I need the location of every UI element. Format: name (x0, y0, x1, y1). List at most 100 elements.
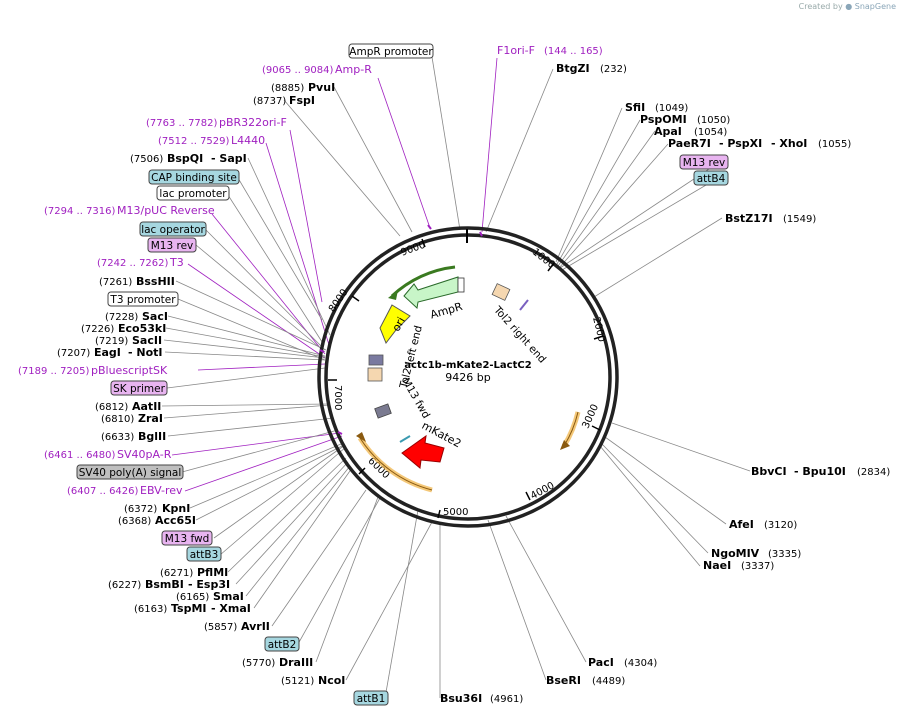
enzyme-draiii[interactable]: DraIII (279, 656, 313, 669)
primer-ebv-rev-name[interactable]: EBV-rev (140, 484, 183, 497)
enzyme-bpu10i[interactable]: - Bpu10I (794, 465, 846, 478)
enzyme-bsu36i[interactable]: Bsu36I (440, 692, 482, 705)
enzyme-bseri[interactable]: BseRI (546, 674, 581, 687)
enzyme-sapi[interactable]: - SapI (211, 152, 247, 165)
enzyme-pvui[interactable]: PvuI (308, 81, 335, 94)
ori-arrow[interactable] (379, 304, 411, 345)
enzyme-pspomi[interactable]: PspOMI (640, 113, 687, 126)
enzyme-apai[interactable]: ApaI (654, 125, 682, 138)
enzyme-afei-pos: (3120) (764, 520, 797, 531)
enzyme-kpni[interactable]: KpnI (162, 502, 190, 515)
ruler-5000: 5000 (443, 507, 468, 518)
enzyme-eco53ki[interactable]: Eco53kI (118, 322, 166, 335)
feature-lac-promoter[interactable]: lac promoter (156, 185, 230, 201)
feature-attb2[interactable]: attB2 (264, 636, 300, 652)
enzyme-bspqi[interactable]: BspQI (167, 152, 203, 165)
enzyme-apai-pos: (1054) (694, 127, 727, 138)
enzyme-saci[interactable]: SacI (142, 310, 168, 323)
enzyme-tspmi[interactable]: TspMI (171, 602, 207, 615)
enzyme-bsmbi[interactable]: BsmBI (145, 578, 184, 591)
enzyme-naei-pos: (3337) (741, 561, 774, 572)
feature-m13-fwd-left[interactable]: M13 fwd (161, 530, 213, 546)
primer-t3-name[interactable]: T3 (169, 256, 184, 269)
svg-text:attB2: attB2 (268, 639, 297, 651)
primer-t3-range: (7242 .. 7262) (97, 258, 169, 269)
enzyme-fspi[interactable]: FspI (289, 94, 315, 107)
feature-lac-operator[interactable]: lac operator (139, 221, 207, 237)
enzyme-zrai[interactable]: ZraI (138, 412, 163, 425)
leader-amp-r (377, 77, 431, 229)
feature-attb3[interactable]: attB3 (186, 546, 222, 562)
leader-l4440 (265, 142, 331, 349)
leader-pbluescriptsk (197, 363, 326, 371)
svg-text:M13 rev: M13 rev (683, 157, 726, 169)
enzyme-noti[interactable]: - NotI (128, 346, 163, 359)
feature-sv40-polya[interactable]: SV40 poly(A) signal (76, 464, 184, 480)
ruler-7000: 7000 (332, 385, 343, 410)
feature-m13-rev-left[interactable]: M13 rev (147, 237, 197, 253)
primer-l4440-name[interactable]: L4440 (231, 134, 265, 147)
enzyme-ncoi[interactable]: NcoI (318, 674, 345, 687)
enzyme-ngomiv[interactable]: NgoMIV (711, 547, 760, 560)
enzyme-avrii[interactable]: AvrII (241, 620, 270, 633)
enzyme-paer7i[interactable]: PaeR7I (668, 137, 711, 150)
enzyme-sacii[interactable]: SacII (132, 334, 162, 347)
enzyme-bbvci[interactable]: BbvCI (751, 465, 787, 478)
primer-pbluescriptsk-name[interactable]: pBluescriptSK (91, 364, 168, 377)
enzyme-smai-pos: (6165) (176, 592, 209, 603)
primer-pbluescriptsk-range: (7189 .. 7205) (18, 366, 90, 377)
primer-ebv-rev-range: (6407 .. 6426) (67, 486, 139, 497)
enzyme-paci[interactable]: PacI (588, 656, 614, 669)
enzyme-xhoi-pos: (1055) (818, 139, 851, 150)
enzyme-xhoi[interactable]: - XhoI (771, 137, 807, 150)
mkate2-arrow[interactable] (401, 434, 445, 469)
primer-m13-puc-rev-name[interactable]: M13/pUC Reverse (117, 204, 215, 217)
leader-t3 (187, 263, 326, 359)
enzyme-bglii[interactable]: BglII (138, 430, 166, 443)
primer-pbr322ori-f-name[interactable]: pBR322ori-F (219, 116, 287, 129)
tol2-left-mark (367, 367, 383, 382)
ruler-3000: 3000 (581, 403, 601, 431)
enzyme-paci-pos: (4304) (624, 658, 657, 669)
tol2-right-mark (491, 283, 511, 301)
enzyme-pvui-pos: (8885) (271, 83, 304, 94)
feature-attb4[interactable]: attB4 (693, 170, 729, 186)
feature-sk-primer[interactable]: SK primer (110, 380, 168, 396)
enzyme-pspxi[interactable]: - PspXI (719, 137, 762, 150)
enzyme-sfii[interactable]: SfiI (625, 101, 645, 114)
enzyme-bsshii[interactable]: BssHII (136, 275, 175, 288)
enzyme-bstz17i[interactable]: BstZ17I (725, 212, 773, 225)
enzyme-btgzi[interactable]: BtgZI (556, 62, 590, 75)
feature-cap-site[interactable]: CAP binding site (148, 169, 240, 185)
ampr-arrow[interactable] (403, 276, 459, 309)
enzyme-sacii-pos: (7219) (95, 336, 128, 347)
feature-m13-rev-top[interactable]: M13 rev (679, 154, 729, 170)
svg-text:AmpR promoter: AmpR promoter (349, 46, 433, 58)
enzyme-eagi[interactable]: EagI (94, 346, 121, 359)
enzyme-esp3i[interactable]: - Esp3I (188, 578, 230, 591)
enzyme-afei[interactable]: AfeI (729, 518, 754, 531)
feature-attb1[interactable]: attB1 (353, 690, 389, 706)
svg-text:SK primer: SK primer (113, 383, 165, 395)
enzyme-acc65i[interactable]: Acc65I (155, 514, 196, 527)
enzyme-smai[interactable]: SmaI (213, 590, 244, 603)
ampr-label: AmpR (429, 300, 465, 322)
primer-f1ori-f-name[interactable]: F1ori-F (497, 44, 535, 57)
feature-t3-promoter[interactable]: T3 promoter (107, 291, 179, 307)
enzyme-xmai[interactable]: - XmaI (211, 602, 251, 615)
enzyme-bseri-pos: (4489) (592, 676, 625, 687)
enzyme-pflmi[interactable]: PflMI (197, 566, 228, 579)
enzyme-aatii[interactable]: AatII (132, 400, 161, 413)
primer-labels: F1ori-F (144 .. 165) (9065 .. 9084) Amp-… (18, 44, 603, 497)
enzyme-labels: BtgZI (232) SfiI (1049) PspOMI (1050) Ap… (57, 62, 890, 705)
feature-ampr-promoter[interactable]: AmpR promoter (348, 43, 434, 59)
primer-sv40pa-r-name[interactable]: SV40pA-R (117, 448, 172, 461)
enzyme-naei[interactable]: NaeI (703, 559, 731, 572)
enzyme-bstz17i-pos: (1549) (783, 214, 816, 225)
credit-prefix: Created by (798, 2, 843, 11)
plasmid-length: 9426 bp (445, 371, 490, 384)
primer-amp-r-name[interactable]: Amp-R (335, 63, 372, 76)
enzyme-btgzi-pos: (232) (600, 64, 627, 75)
ampr-promoter-mark (457, 277, 465, 293)
leader-pbr322ori-f (289, 129, 323, 303)
